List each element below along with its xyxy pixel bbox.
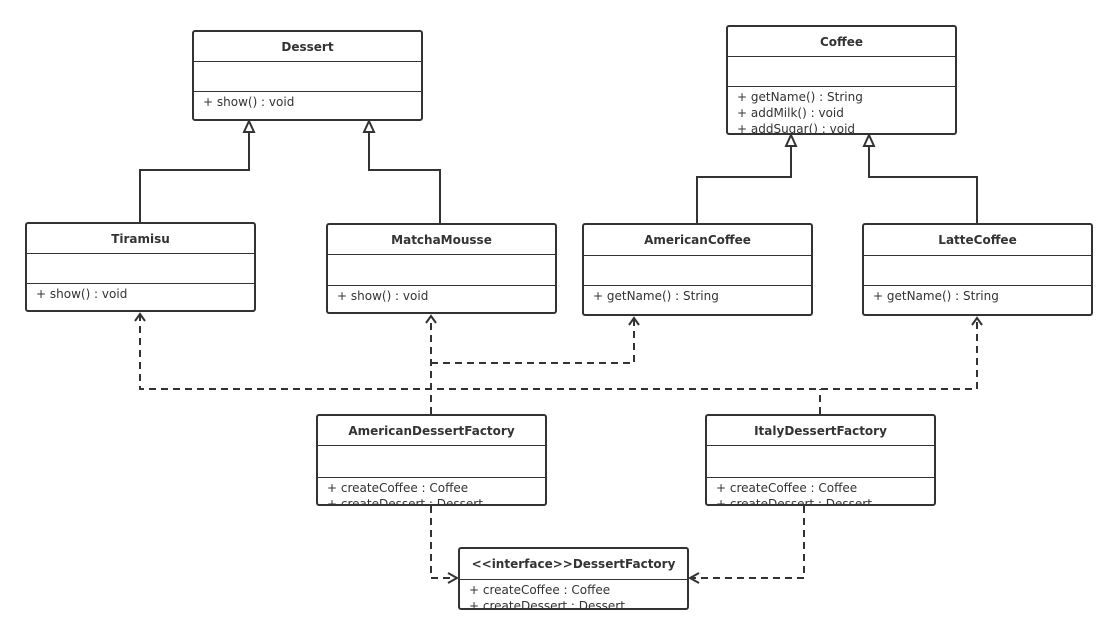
method: + createDessert : Dessert <box>469 599 625 608</box>
class-methods: + getName() : String + addMilk() : void + … <box>728 87 955 133</box>
class-methods: + show() : void <box>328 286 555 312</box>
inheritance-triangle-icon <box>862 132 876 147</box>
realization-americanfactory-dessertfactory <box>430 506 457 579</box>
method: + createCoffee : Coffee <box>327 481 469 495</box>
class-methods: + createCoffee : Coffee + createDessert :… <box>460 580 687 608</box>
method: + createDessert : Dessert <box>716 497 872 504</box>
generalization-matcha-dessert <box>368 131 441 223</box>
class-attributes <box>584 256 811 286</box>
class-matcha[interactable]: MatchaMousse + show() : void <box>326 223 557 314</box>
method: + createDessert : Dessert <box>327 497 483 504</box>
class-latte[interactable]: LatteCoffee + getName() : String <box>862 223 1093 316</box>
realization-italyfactory-dessertfactory <box>690 506 805 579</box>
dependency-arrowhead-icon <box>628 316 640 326</box>
class-methods: + createCoffee : Coffee + createDessert :… <box>318 478 545 504</box>
method: + addSugar() : void <box>737 122 856 133</box>
dependency-arrowhead-icon <box>134 312 146 322</box>
method: + getName() : String <box>737 90 863 104</box>
method: + show() : void <box>36 287 128 301</box>
method: + show() : void <box>337 289 429 303</box>
class-american-coffee[interactable]: AmericanCoffee + getName() : String <box>582 223 813 316</box>
method: + getName() : String <box>593 289 719 303</box>
class-name: Dessert <box>194 32 421 62</box>
method: + addMilk() : void <box>737 106 844 120</box>
class-name: Tiramisu <box>27 224 254 254</box>
method: + getName() : String <box>873 289 999 303</box>
class-methods: + show() : void <box>27 284 254 310</box>
method: + createCoffee : Coffee <box>469 583 611 597</box>
class-name: <<interface>>DessertFactory <box>460 549 687 580</box>
class-name: Coffee <box>728 27 955 57</box>
inheritance-triangle-icon <box>242 118 256 133</box>
dependency-arrowhead-icon <box>971 316 983 326</box>
class-attributes <box>318 446 545 478</box>
dependency-italyfactory-tiramisu-latte <box>139 314 978 390</box>
inheritance-triangle-icon <box>362 118 376 133</box>
class-attributes <box>728 57 955 87</box>
class-methods: + createCoffee : Coffee + createDessert :… <box>707 478 934 504</box>
generalization-latte-coffee <box>868 145 978 223</box>
class-dessert-factory[interactable]: <<interface>>DessertFactory+ createCoffe… <box>458 547 689 610</box>
class-coffee[interactable]: Coffee + getName() : String + addMilk() : … <box>726 25 957 135</box>
method: + show() : void <box>203 95 295 109</box>
inheritance-triangle-icon <box>784 132 798 147</box>
class-methods: + show() : void <box>194 92 421 119</box>
class-name: AmericanCoffee <box>584 225 811 256</box>
class-italy-factory[interactable]: ItalyDessertFactory + createCoffee : Coff… <box>705 414 936 506</box>
generalization-tiramisu-dessert <box>139 131 250 222</box>
realization-arrowhead-icon <box>687 572 700 584</box>
realization-arrowhead-icon <box>447 572 460 584</box>
class-name: MatchaMousse <box>328 225 555 255</box>
dependency-americanfactory-americancoffee <box>431 318 635 364</box>
generalization-americancoffee-coffee <box>696 145 792 223</box>
class-attributes <box>864 256 1091 286</box>
class-american-factory[interactable]: AmericanDessertFactory + createCoffee : C… <box>316 414 547 506</box>
class-name: ItalyDessertFactory <box>707 416 934 446</box>
class-attributes <box>194 62 421 92</box>
class-tiramisu[interactable]: Tiramisu + show() : void <box>25 222 256 312</box>
class-name: LatteCoffee <box>864 225 1091 256</box>
class-methods: + getName() : String <box>584 286 811 314</box>
class-attributes <box>328 255 555 286</box>
class-name: AmericanDessertFactory <box>318 416 545 446</box>
dependency-arrowhead-icon <box>425 314 437 324</box>
class-dessert[interactable]: Dessert + show() : void <box>192 30 423 121</box>
class-attributes <box>707 446 934 478</box>
class-methods: + getName() : String <box>864 286 1091 314</box>
method: + createCoffee : Coffee <box>716 481 858 495</box>
class-attributes <box>27 254 254 284</box>
